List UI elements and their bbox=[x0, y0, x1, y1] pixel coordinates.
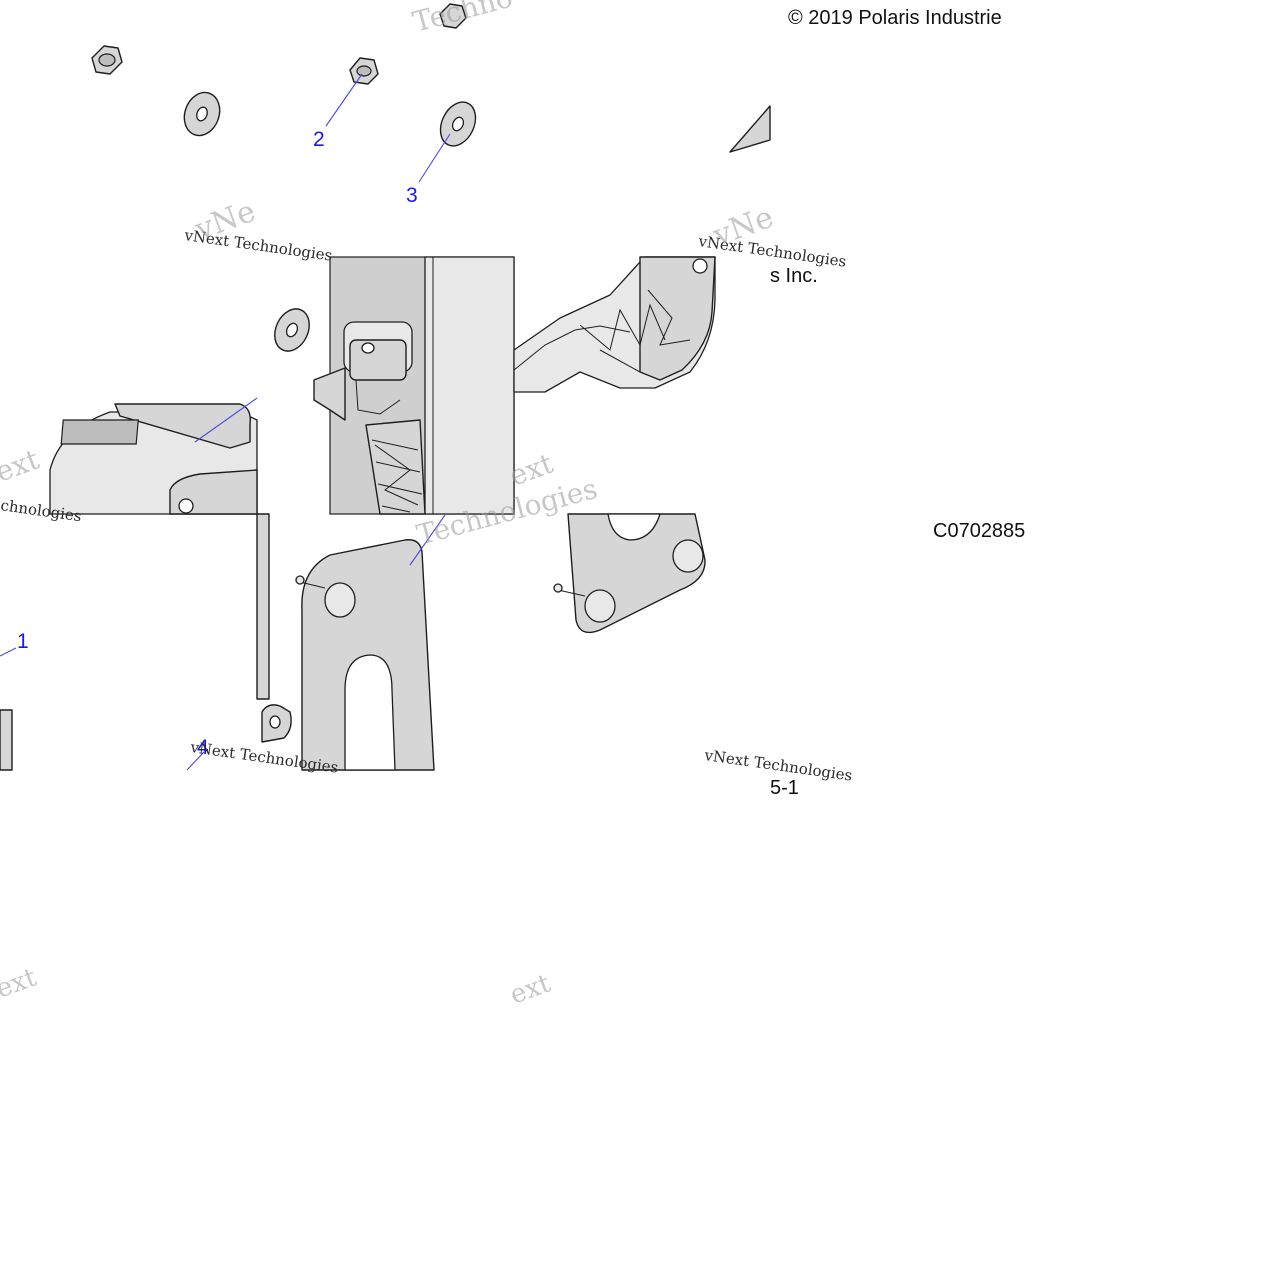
watermark-fragment-4: ext bbox=[0, 442, 44, 488]
copyright-text: © 2019 Polaris Industrie bbox=[788, 7, 1002, 29]
pedal-arm-ribbed bbox=[365, 419, 426, 515]
leader-line-1 bbox=[0, 647, 17, 657]
spike-fragment bbox=[729, 105, 771, 153]
sensor-housing-lower bbox=[0, 513, 292, 771]
leader-line-plate bbox=[409, 514, 446, 566]
hex-nut-2 bbox=[349, 57, 379, 85]
hex-nut-top bbox=[439, 3, 467, 29]
hex-nut-left bbox=[91, 45, 123, 75]
washer-left bbox=[183, 91, 221, 137]
watermark-fragment-7: Techno bbox=[409, 0, 516, 39]
callout-4: 4 bbox=[197, 736, 209, 759]
callout-2: 2 bbox=[313, 128, 325, 151]
leader-line-3 bbox=[418, 133, 451, 183]
electrical-connector bbox=[343, 321, 413, 415]
callout-3: 3 bbox=[406, 184, 418, 207]
leader-line-1-upper bbox=[194, 397, 258, 443]
pedal-bracket bbox=[313, 256, 515, 515]
mounting-plate bbox=[295, 539, 435, 771]
washer-mid bbox=[274, 308, 310, 352]
copyright-tail: s Inc. bbox=[770, 265, 818, 287]
pedal-pad bbox=[513, 256, 716, 393]
watermark-fragment-8: ext bbox=[0, 962, 41, 1004]
mounting-plate-right bbox=[553, 513, 706, 634]
leader-line-4 bbox=[186, 751, 205, 771]
leader-line-2 bbox=[325, 73, 363, 127]
watermark-fragment-9: ext bbox=[506, 968, 555, 1010]
page-reference: 5-1 bbox=[770, 777, 799, 799]
washer-3 bbox=[439, 101, 477, 147]
drawing-code: C0702885 bbox=[933, 520, 1025, 542]
pedal-sensor-housing bbox=[49, 403, 258, 515]
callout-1: 1 bbox=[17, 630, 29, 653]
